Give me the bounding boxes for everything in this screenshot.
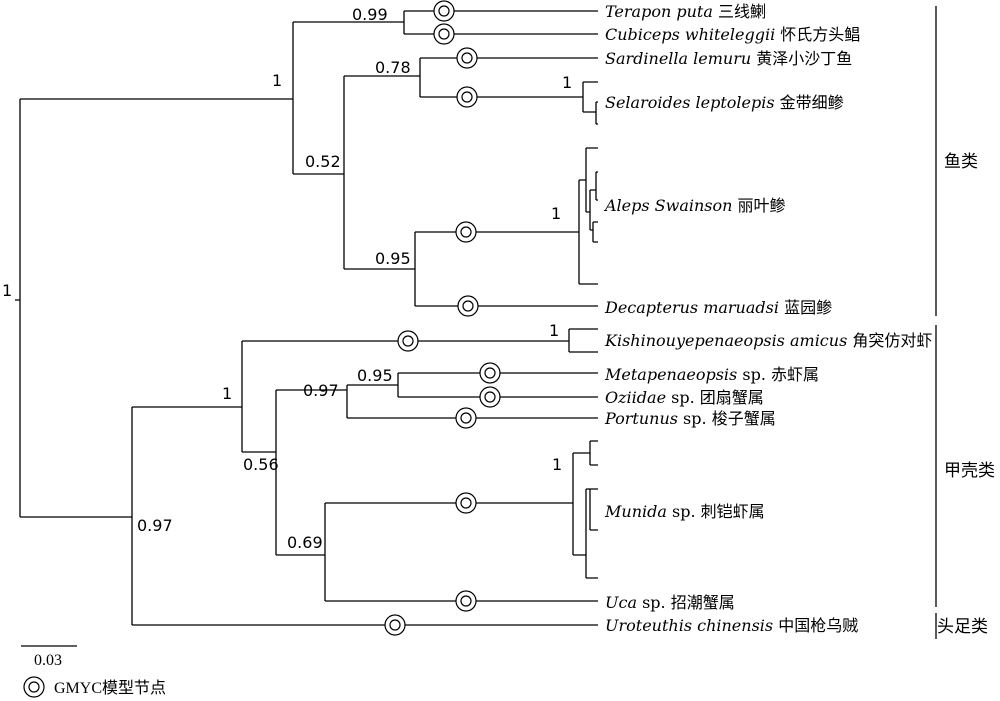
support-label: 1 [551, 204, 561, 223]
branch-crust-e [276, 502, 598, 602]
gmyc-node-icon [433, 23, 455, 45]
gmyc-node-icon [455, 492, 477, 514]
support-label: 0.52 [305, 152, 341, 171]
group-label-cephalopod: 头足类 [937, 617, 988, 637]
taxon-label: Oziidae sp. 团扇蟹属 [605, 388, 764, 407]
taxon-label: Decapterus maruadsi 蓝园鲹 [604, 298, 832, 317]
support-label: 1 [549, 321, 559, 340]
branch-crust-munida [572, 440, 598, 579]
gmyc-node-icon [384, 614, 406, 636]
taxon-label: Uroteuthis chinensis 中国枪乌贼 [605, 616, 858, 635]
taxon-label: Aleps Swainson 丽叶鲹 [603, 196, 786, 215]
branch-crust-b [242, 390, 277, 555]
tree-branches [15, 10, 598, 626]
branch-fish-b [293, 76, 345, 269]
branch-crust-kish [242, 328, 598, 353]
gmyc-markers [384, 0, 501, 636]
scale-bar-label: 0.03 [34, 652, 62, 669]
legend-label: GMYC模型节点 [54, 679, 166, 697]
taxon-label: Portunus sp. 梭子蟹属 [604, 409, 776, 428]
branch-fish-f [578, 147, 598, 285]
gmyc-node-icon [455, 590, 477, 612]
support-label: 1 [222, 384, 232, 403]
support-label: 0.99 [352, 5, 388, 24]
gmyc-node-icon [433, 0, 455, 22]
branch-fish-c [344, 57, 598, 98]
support-label: 0.78 [375, 58, 411, 77]
branch-crust [132, 341, 243, 452]
taxon-label: Cubiceps whiteleggii 怀氏方头鲳 [605, 25, 860, 44]
gmyc-node-icon [457, 295, 479, 317]
support-label: 0.69 [287, 533, 323, 552]
taxon-label: Kishinouyepenaeopsis amicus 角突仿对虾 [604, 331, 932, 350]
support-label: 0.56 [243, 455, 279, 474]
support-values: 1 1 0.99 0.52 0.78 1 0.95 1 0.97 1 1 0.5… [2, 5, 572, 552]
branch-fish-a [293, 10, 598, 35]
support-label: 1 [562, 73, 572, 92]
double-circle-icon [23, 676, 45, 698]
branch-crust-d [347, 372, 598, 398]
gmyc-node-icon [479, 362, 501, 384]
support-label: 1 [2, 281, 12, 300]
support-label: 0.95 [357, 366, 393, 385]
taxon-label: Metapenaeopsis sp. 赤虾属 [604, 365, 819, 384]
taxon-label: Munida sp. 刺铠虾属 [604, 502, 765, 521]
branch-inv [20, 407, 133, 625]
legend: GMYC模型节点 [23, 676, 166, 698]
support-label: 0.97 [303, 381, 339, 400]
branch-root [15, 99, 21, 517]
gmyc-node-icon [456, 86, 478, 108]
support-label: 1 [552, 455, 562, 474]
gmyc-node-icon [455, 221, 477, 243]
branch-fish-d [582, 81, 598, 125]
branch-fish [20, 22, 294, 174]
taxon-label: Selaroides leptolepis 金带细鲹 [605, 93, 844, 112]
support-label: 0.95 [375, 249, 411, 268]
gmyc-node-icon [456, 47, 478, 69]
group-label-fish: 鱼类 [944, 152, 978, 172]
gmyc-node-icon [479, 386, 501, 408]
taxon-labels: Terapon puta 三线鯻 Cubiceps whiteleggii 怀氏… [603, 2, 932, 635]
branch-fish-e [344, 231, 598, 307]
gmyc-node-icon [455, 407, 477, 429]
support-label: 0.97 [137, 516, 173, 535]
gmyc-node-icon [397, 330, 419, 352]
group-brackets: 鱼类 甲壳类 头足类 [935, 6, 995, 639]
taxon-label: Terapon puta 三线鯻 [605, 2, 766, 21]
taxon-label: Sardinella lemuru 黄泽小沙丁鱼 [605, 49, 852, 68]
support-label: 1 [272, 71, 282, 90]
group-label-crustacean: 甲壳类 [944, 461, 995, 481]
taxon-label: Uca sp. 招潮蟹属 [605, 593, 735, 612]
scale-bar: 0.03 [21, 645, 77, 669]
